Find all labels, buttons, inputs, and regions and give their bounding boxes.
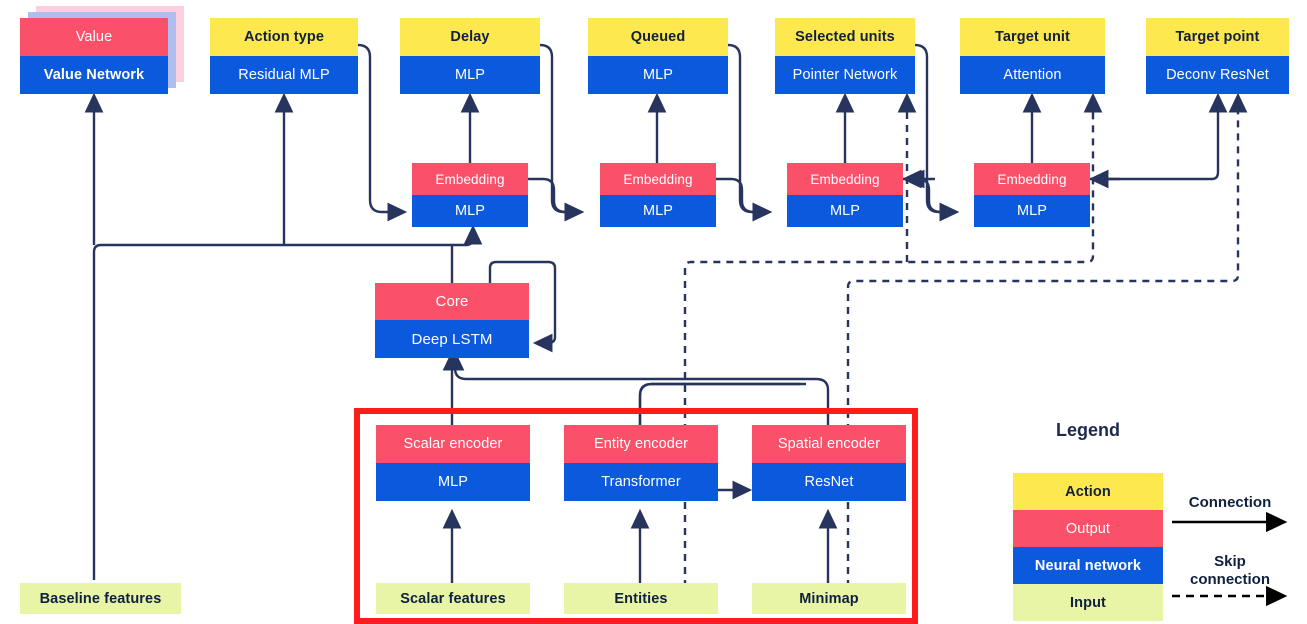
- head-action-type-action: Action type: [210, 18, 358, 56]
- head-action-type[interactable]: Action type Residual MLP: [210, 18, 358, 94]
- encoder-spatial[interactable]: Spatial encoder ResNet: [752, 425, 906, 501]
- wire-embed4-to-targetpoint: [1090, 92, 1228, 181]
- embedding-target-unit-network: MLP: [974, 195, 1090, 227]
- embedding-selected-units-output: Embedding: [787, 163, 903, 195]
- encoder-scalar-network: MLP: [376, 463, 530, 501]
- core-output: Core: [375, 283, 529, 320]
- head-queued[interactable]: Queued MLP: [588, 18, 728, 94]
- legend-swatch-action: Action: [1013, 473, 1163, 510]
- wire-core-to-embed1: [463, 224, 483, 247]
- embedding-target-unit[interactable]: Embedding MLP: [974, 163, 1090, 227]
- embedding-selected-units[interactable]: Embedding MLP: [787, 163, 903, 227]
- wire-queued-to-embed3: [727, 43, 773, 222]
- core-block[interactable]: Core Deep LSTM: [375, 283, 529, 358]
- encoder-scalar[interactable]: Scalar encoder MLP: [376, 425, 530, 501]
- head-selected-units-action: Selected units: [775, 18, 915, 56]
- embedding-queued[interactable]: Embedding MLP: [600, 163, 716, 227]
- legend-swatches: Action Output Neural network Input: [1013, 473, 1163, 621]
- head-target-unit-action: Target unit: [960, 18, 1105, 56]
- embedding-delay-output: Embedding: [412, 163, 528, 195]
- encoder-entity-network: Transformer: [564, 463, 718, 501]
- head-target-unit[interactable]: Target unit Attention: [960, 18, 1105, 94]
- head-value[interactable]: Value Value Network: [20, 18, 168, 94]
- legend-swatch-input: Input: [1013, 584, 1163, 621]
- embedding-queued-network: MLP: [600, 195, 716, 227]
- head-value-network: Value Network: [20, 56, 168, 94]
- encoder-spatial-output: Spatial encoder: [752, 425, 906, 463]
- embedding-selected-units-network: MLP: [787, 195, 903, 227]
- input-entities[interactable]: Entities: [564, 583, 718, 614]
- head-target-point-network: Deconv ResNet: [1146, 56, 1289, 94]
- input-minimap[interactable]: Minimap: [752, 583, 906, 614]
- legend-skip-label-line1: Skip: [1214, 553, 1246, 570]
- embedding-target-unit-output: Embedding: [974, 163, 1090, 195]
- wire-embed2-to-embed3: [716, 177, 773, 222]
- wire-embed1-to-embed2: [528, 177, 585, 222]
- wire-e1-e2-a: [528, 179, 577, 200]
- encoder-scalar-output: Scalar encoder: [376, 425, 530, 463]
- head-value-action: Value: [20, 18, 168, 56]
- legend-swatch-neural-network: Neural network: [1013, 547, 1163, 584]
- legend-arrow-icons: [1172, 511, 1288, 607]
- head-selected-units-network: Pointer Network: [775, 56, 915, 94]
- core-network: Deep LSTM: [375, 320, 529, 358]
- legend-swatch-output: Output: [1013, 510, 1163, 547]
- head-target-point-action: Target point: [1146, 18, 1289, 56]
- legend-skip-label-line2: connection: [1189, 571, 1271, 588]
- head-target-point[interactable]: Target point Deconv ResNet: [1146, 18, 1289, 94]
- head-queued-network: MLP: [588, 56, 728, 94]
- head-delay-action: Delay: [400, 18, 540, 56]
- wire-selected-to-embed4: [914, 43, 960, 222]
- wire-entity-join: [800, 373, 812, 384]
- legend-title: Legend: [1055, 420, 1121, 440]
- embedding-delay-network: MLP: [412, 195, 528, 227]
- wire-core-bus: [92, 243, 466, 253]
- embedding-queued-output: Embedding: [600, 163, 716, 195]
- wire-actiontype-to-embed1: [357, 43, 408, 222]
- encoder-spatial-network: ResNet: [752, 463, 906, 501]
- head-queued-action: Queued: [588, 18, 728, 56]
- encoder-entity-output: Entity encoder: [564, 425, 718, 463]
- input-baseline-features[interactable]: Baseline features: [20, 583, 181, 614]
- wire-delay-to-embed2: [539, 43, 585, 222]
- legend-connection-label: Connection: [1188, 494, 1272, 511]
- encoder-highlight-border: [354, 408, 918, 624]
- input-scalar-features[interactable]: Scalar features: [376, 583, 530, 614]
- head-selected-units[interactable]: Selected units Pointer Network: [775, 18, 915, 94]
- head-delay[interactable]: Delay MLP: [400, 18, 540, 94]
- head-action-type-network: Residual MLP: [210, 56, 358, 94]
- embedding-delay[interactable]: Embedding MLP: [412, 163, 528, 227]
- wire-embed3-to-embed4: [903, 177, 960, 222]
- head-target-unit-network: Attention: [960, 56, 1105, 94]
- encoder-entity[interactable]: Entity encoder Transformer: [564, 425, 718, 501]
- head-delay-network: MLP: [400, 56, 540, 94]
